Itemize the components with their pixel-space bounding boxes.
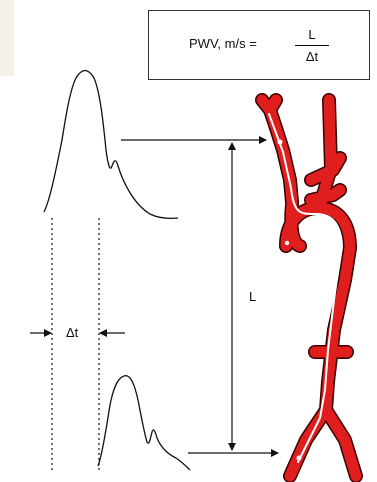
femoral-waveform bbox=[98, 376, 190, 470]
aorta-illustration bbox=[262, 100, 356, 476]
time-delay-label: Δt bbox=[66, 325, 78, 340]
path-end-dot bbox=[297, 456, 302, 461]
path-start-dot bbox=[278, 140, 283, 145]
distance-label: L bbox=[249, 289, 256, 304]
arch-dot bbox=[285, 241, 289, 245]
carotid-waveform bbox=[44, 71, 178, 219]
